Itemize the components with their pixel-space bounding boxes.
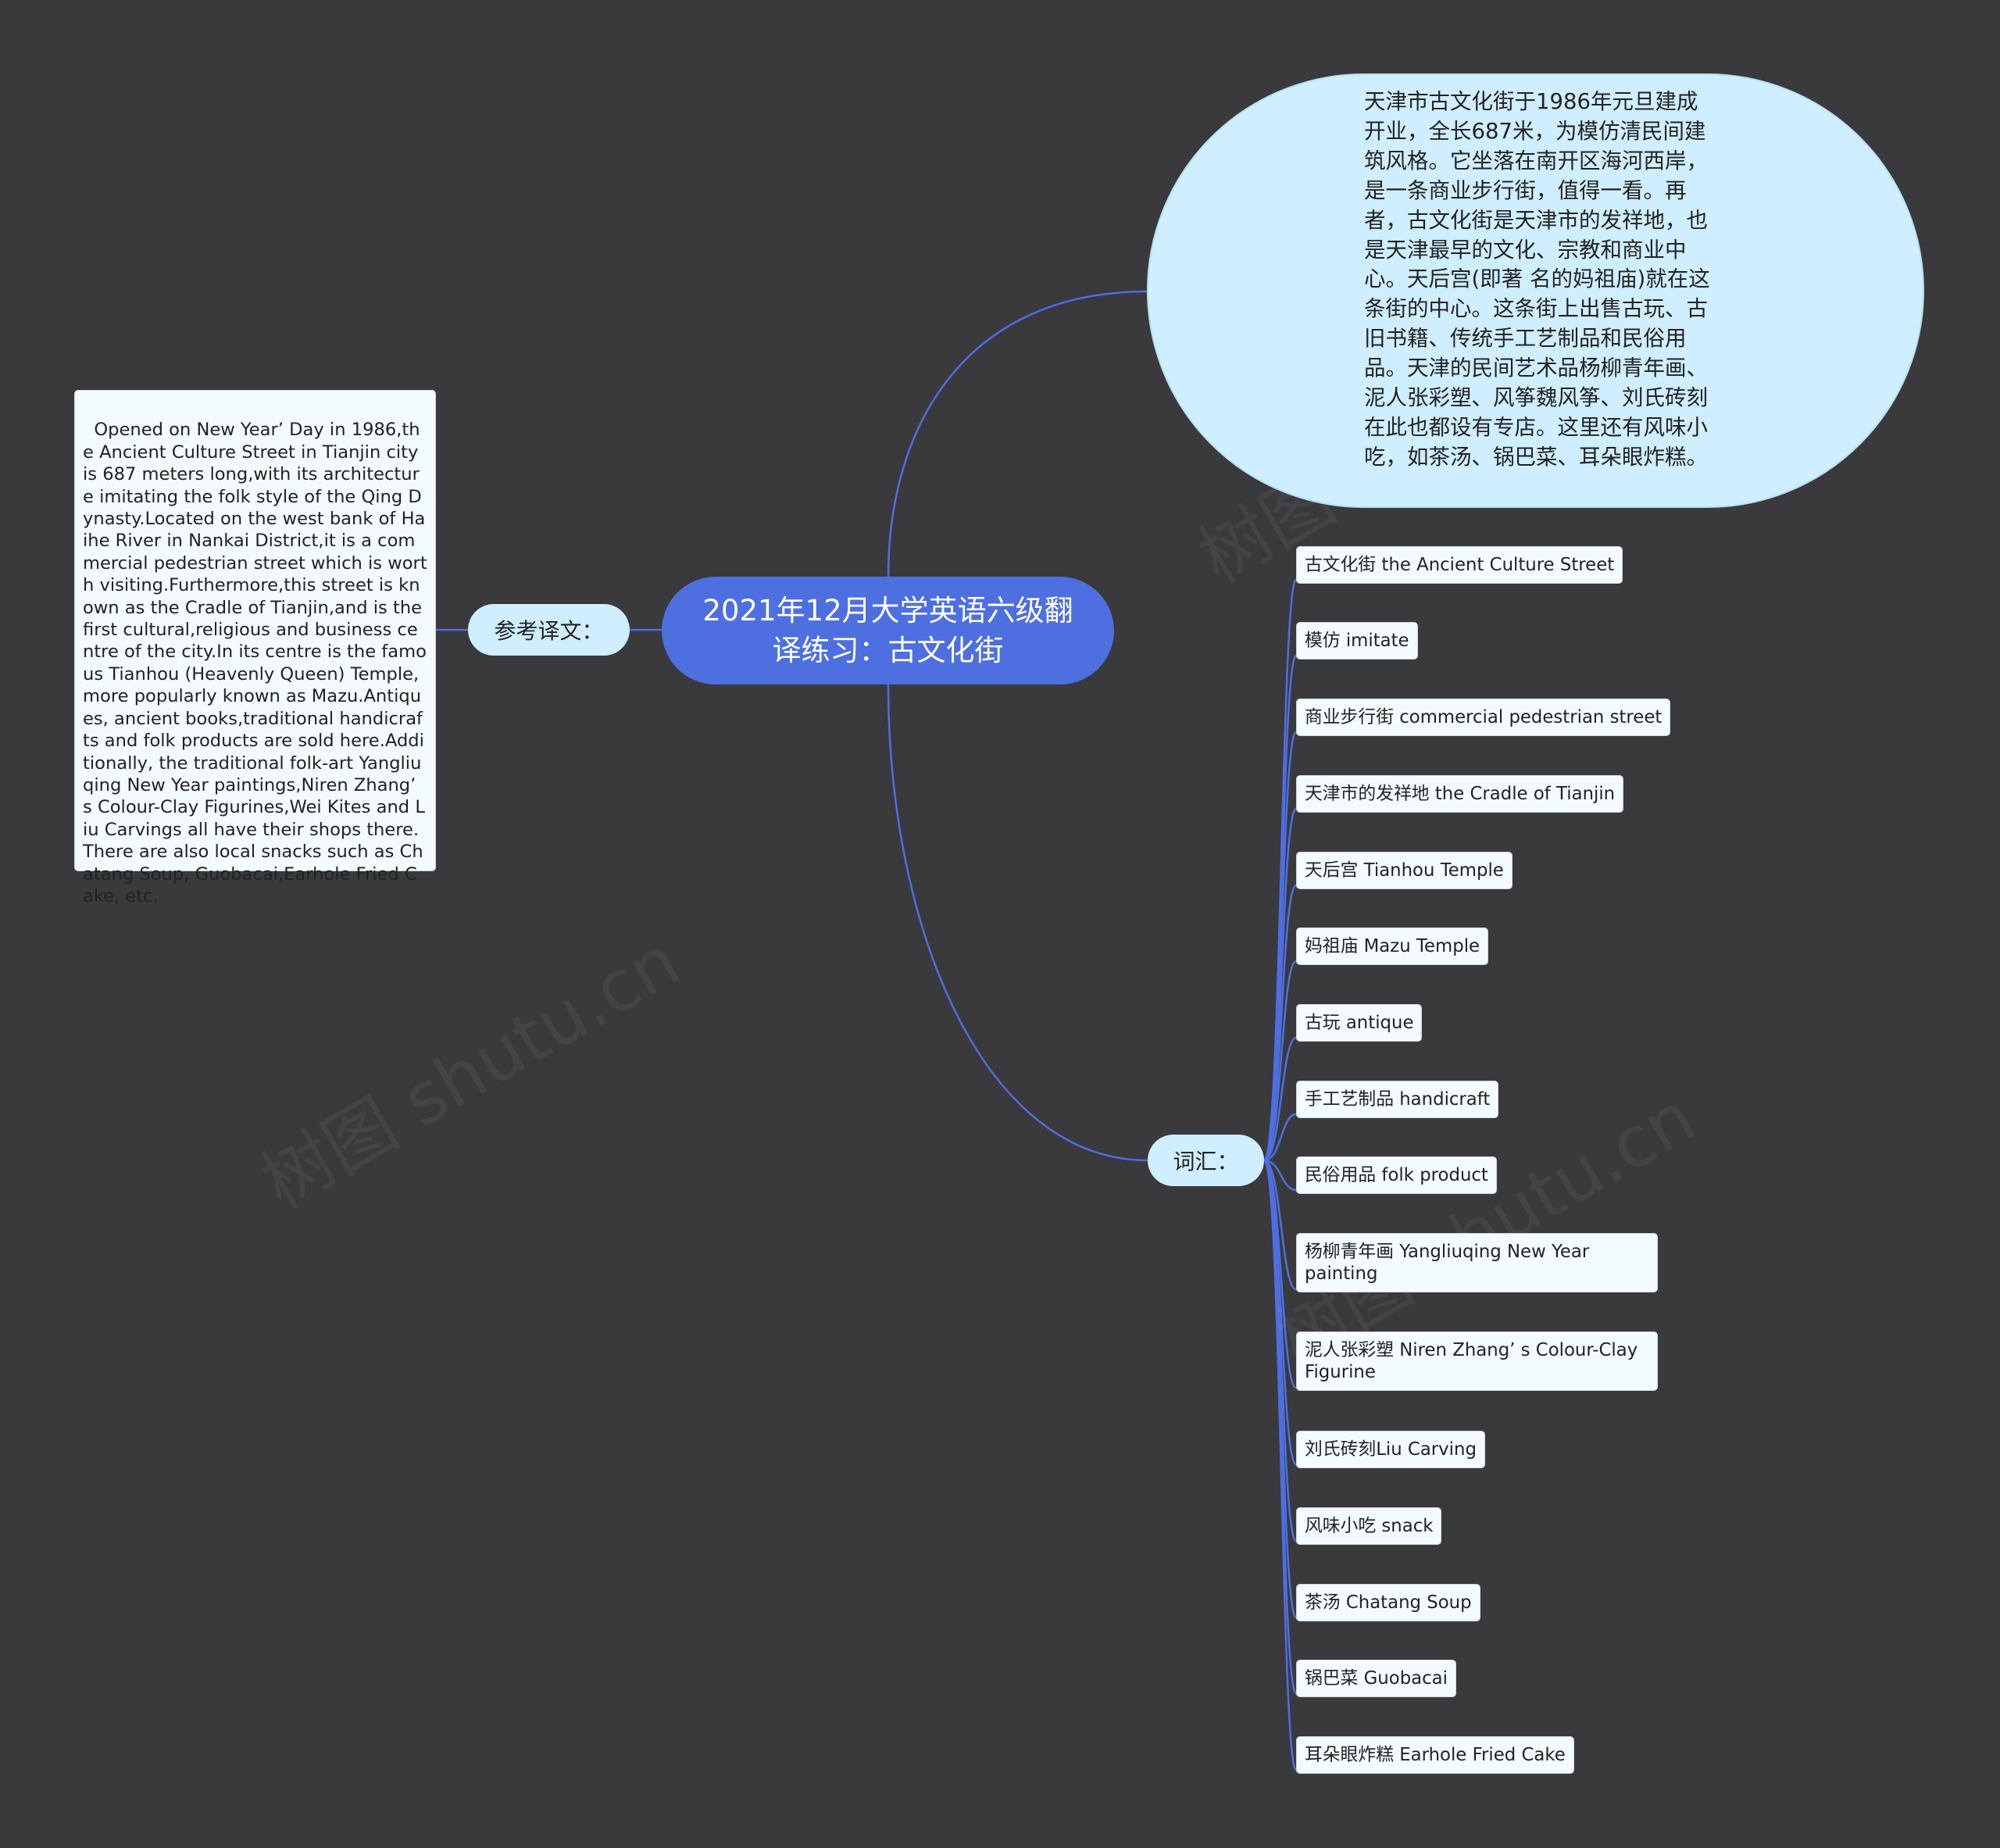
vocabulary-item-text: 泥人张彩塑 Niren Zhang’ s Colour-Clay Figurin… bbox=[1305, 1340, 1644, 1382]
vocabulary-link bbox=[1263, 1036, 1297, 1162]
vocabulary-item-text: 风味小吃 snack bbox=[1305, 1516, 1434, 1536]
vocabulary-item[interactable]: 古文化街 the Ancient Culture Street bbox=[1296, 546, 1623, 584]
vocabulary-item-text: 耳朵眼炸糕 Earhole Fried Cake bbox=[1305, 1745, 1566, 1765]
vocabulary-item-text: 杨柳青年画 Yangliuqing New Year painting bbox=[1305, 1242, 1595, 1284]
vocabulary-item[interactable]: 刘氏砖刻Liu Carving bbox=[1296, 1431, 1485, 1468]
vocabulary-link bbox=[1262, 884, 1298, 1162]
vocabulary-item[interactable]: 民俗用品 folk product bbox=[1296, 1156, 1497, 1194]
reference-text-node[interactable]: Opened on New Year’ Day in 1986,the Anci… bbox=[74, 390, 436, 906]
vocabulary-item[interactable]: 风味小吃 snack bbox=[1296, 1507, 1442, 1545]
vocabulary-item-text: 茶汤 Chatang Soup bbox=[1305, 1592, 1472, 1613]
vocabulary-item[interactable]: 古玩 antique bbox=[1296, 1004, 1423, 1042]
reference-text: Opened on New Year’ Day in 1986,the Anci… bbox=[83, 420, 428, 906]
vocabulary-item-text: 天津市的发祥地 the Cradle of Tianjin bbox=[1305, 784, 1616, 804]
vocabulary-link bbox=[1263, 960, 1298, 1162]
vocabulary-item-text: 古玩 antique bbox=[1305, 1013, 1414, 1033]
vocabulary-item-text: 刘氏砖刻Liu Carving bbox=[1305, 1439, 1477, 1460]
vocabulary-item-text: 天后宫 Tianhou Temple bbox=[1305, 860, 1504, 881]
vocabulary-item[interactable]: 泥人张彩塑 Niren Zhang’ s Colour-Clay Figurin… bbox=[1296, 1331, 1658, 1391]
vocabulary-item[interactable]: 天后宫 Tianhou Temple bbox=[1296, 852, 1512, 889]
vocabulary-item-text: 手工艺制品 handicraft bbox=[1305, 1089, 1491, 1110]
vocabulary-item[interactable]: 锅巴菜 Guobacai bbox=[1296, 1660, 1456, 1697]
vocabulary-item[interactable]: 商业步行街 commercial pedestrian street bbox=[1296, 699, 1671, 736]
root-topic[interactable]: 2021年12月大学英语六级翻译练习：古文化街 bbox=[662, 577, 1114, 685]
chinese-text-node[interactable]: 天津市古文化街于1986年元旦建成开业，全长687米，为模仿清民间建筑风格。它坐… bbox=[1147, 73, 1924, 508]
vocabulary-item-text: 锅巴菜 Guobacai bbox=[1305, 1668, 1448, 1689]
vocabulary-link bbox=[1263, 1159, 1297, 1291]
vocabulary-link bbox=[1262, 654, 1298, 1162]
chinese-text: 天津市古文化街于1986年元旦建成开业，全长687米，为模仿清民间建筑风格。它坐… bbox=[1364, 89, 1710, 470]
vocabulary-link bbox=[1263, 1113, 1297, 1162]
vocabulary-item[interactable]: 手工艺制品 handicraft bbox=[1296, 1081, 1499, 1118]
reference-label[interactable]: 参考译文： bbox=[468, 604, 630, 656]
vocabulary-link bbox=[1263, 1159, 1297, 1192]
vocabulary-item[interactable]: 模仿 imitate bbox=[1296, 622, 1418, 659]
vocabulary-item-text: 模仿 imitate bbox=[1305, 631, 1409, 651]
vocabulary-item[interactable]: 天津市的发祥地 the Cradle of Tianjin bbox=[1296, 775, 1624, 813]
vocabulary-item[interactable]: 妈祖庙 Mazu Temple bbox=[1296, 928, 1489, 965]
root-title: 2021年12月大学英语六级翻译练习：古文化街 bbox=[702, 594, 1073, 667]
vocabulary-item-text: 古文化街 the Ancient Culture Street bbox=[1305, 555, 1615, 575]
vocabulary-label-text: 词汇： bbox=[1173, 1149, 1239, 1174]
vocabulary-item[interactable]: 杨柳青年画 Yangliuqing New Year painting bbox=[1296, 1233, 1658, 1292]
vocabulary-item-text: 妈祖庙 Mazu Temple bbox=[1305, 936, 1480, 956]
vocabulary-item[interactable]: 茶汤 Chatang Soup bbox=[1296, 1584, 1480, 1621]
vocabulary-label[interactable]: 词汇： bbox=[1148, 1135, 1264, 1186]
reference-label-text: 参考译文： bbox=[494, 618, 604, 644]
vocabulary-item-text: 民俗用品 folk product bbox=[1305, 1165, 1488, 1185]
vocabulary-link bbox=[1262, 731, 1298, 1162]
vocabulary-link bbox=[1262, 1159, 1298, 1771]
vocabulary-item[interactable]: 耳朵眼炸糕 Earhole Fried Cake bbox=[1296, 1736, 1574, 1774]
vocabulary-item-text: 商业步行街 commercial pedestrian street bbox=[1305, 707, 1662, 727]
